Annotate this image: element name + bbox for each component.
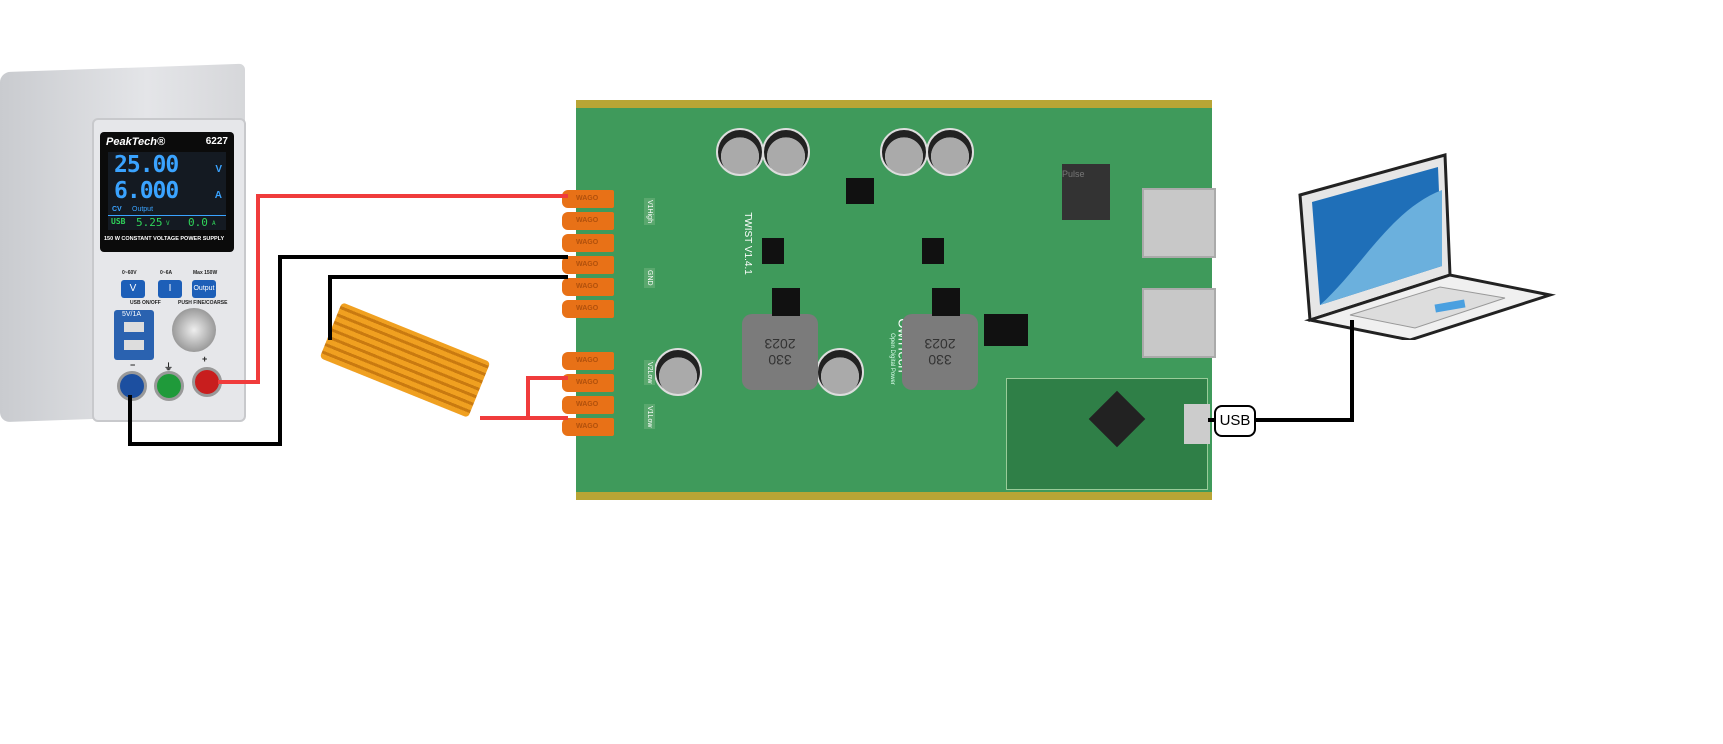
terminal-brand: WAGO: [576, 283, 599, 290]
load-resistor: [319, 302, 491, 418]
positive-jack[interactable]: [192, 367, 222, 397]
terminal-v1high-3[interactable]: WAGO: [562, 234, 614, 252]
usb-voltage: 5.25: [136, 216, 163, 229]
usb-current: 0.0: [188, 216, 208, 229]
usb-connector[interactable]: [1184, 404, 1210, 444]
voltage-unit: V: [215, 164, 222, 175]
terminal-v1low-2[interactable]: WAGO: [562, 418, 614, 436]
lcd: 25.00 V 6.000 A CV Output USB 5.25 V 0.0…: [108, 152, 226, 230]
laptop-wallpaper: [1320, 190, 1442, 305]
output-status: Output: [132, 206, 154, 213]
twist-board: TWIST V1.4.1 OwnTech Open Digital Power …: [562, 100, 1216, 500]
plus-label: +: [202, 354, 208, 364]
minus-label: −: [130, 360, 136, 370]
terminal-brand: WAGO: [576, 379, 599, 386]
mosfet: [922, 238, 944, 264]
inductor-text: 2023: [924, 336, 956, 352]
laptop-keyboard: [1349, 286, 1506, 329]
voltage-readout: 25.00: [114, 152, 179, 178]
ethernet-port[interactable]: [1142, 288, 1216, 358]
usb-onoff-label: USB ON/OFF: [130, 300, 161, 306]
psu-caption: 150 W CONSTANT VOLTAGE POWER SUPPLY: [104, 236, 225, 242]
usb-port-1[interactable]: [124, 322, 144, 332]
terminal-gnd-1[interactable]: WAGO: [562, 256, 614, 274]
usb-current-unit: A: [212, 220, 216, 227]
capacitor: [880, 128, 928, 176]
current-unit: A: [214, 190, 222, 201]
mode-indicator: CV: [112, 206, 122, 213]
terminal-v2low-2[interactable]: WAGO: [562, 374, 614, 392]
capacitor: [762, 128, 810, 176]
capacitor: [926, 128, 974, 176]
mosfet: [932, 288, 960, 316]
inductor-text: 330: [928, 352, 952, 368]
label-v1low: V1Low: [644, 404, 655, 430]
inductor-text: 330: [768, 352, 792, 368]
lcd-divider: [108, 215, 226, 216]
terminal-brand: WAGO: [576, 305, 599, 312]
terminal-gnd-3[interactable]: WAGO: [562, 300, 614, 318]
max-power-label: Max 150W: [193, 270, 218, 276]
terminal-v1high-1[interactable]: WAGO: [562, 190, 614, 208]
voltage-button[interactable]: V: [121, 280, 145, 298]
i-range-label: 0~6A: [160, 270, 173, 276]
mosfet: [762, 238, 784, 264]
capacitor: [654, 348, 702, 396]
label-v1high: V1High: [644, 198, 655, 225]
microcontroller-module: [1006, 378, 1208, 490]
terminal-v1low-1[interactable]: WAGO: [562, 396, 614, 414]
laptop: [1298, 153, 1556, 340]
usb-cable-label: USB: [1214, 405, 1256, 437]
ethernet-port[interactable]: [1142, 188, 1216, 258]
board-name: TWIST V1.4.1: [741, 212, 753, 275]
model-label: 6227: [205, 136, 228, 147]
brand-label: PeakTech®: [106, 136, 166, 148]
capacitor: [716, 128, 764, 176]
power-supply-display: PeakTech® 6227 25.00 V 6.000 A CV Output…: [100, 132, 234, 252]
label-gnd: GND: [644, 268, 655, 288]
usb-port-panel: 5V/1A: [114, 310, 154, 360]
terminal-gnd-2[interactable]: WAGO: [562, 278, 614, 296]
transformer-label: Pulse: [1062, 169, 1085, 179]
terminal-brand: WAGO: [576, 357, 599, 364]
capacitor: [816, 348, 864, 396]
mosfet: [772, 288, 800, 316]
terminal-brand: WAGO: [576, 239, 599, 246]
laptop-touchpad: [1434, 299, 1466, 313]
negative-jack[interactable]: [117, 371, 147, 401]
usb-voltage-unit: V: [166, 220, 170, 227]
terminal-brand: WAGO: [576, 195, 599, 202]
ic: [984, 314, 1028, 346]
current-readout: 6.000: [114, 178, 179, 204]
usb-port-2[interactable]: [124, 340, 144, 350]
usb-port-label: 5V/1A: [122, 311, 142, 318]
adjust-knob[interactable]: [172, 308, 216, 352]
v-range-label: 0~60V: [122, 270, 137, 276]
terminal-v1high-2[interactable]: WAGO: [562, 212, 614, 230]
owntech-subtitle: Open Digital Power: [888, 333, 895, 385]
ground-jack[interactable]: [154, 371, 184, 401]
terminal-brand: WAGO: [576, 261, 599, 268]
label-v2low: V2Low: [644, 360, 655, 386]
usb-indicator: USB: [111, 217, 126, 226]
terminal-brand: WAGO: [576, 423, 599, 430]
inductor-text: 2023: [764, 336, 796, 352]
terminal-brand: WAGO: [576, 401, 599, 408]
pulse-transformer: Pulse: [1062, 164, 1110, 220]
terminal-v2low-1[interactable]: WAGO: [562, 352, 614, 370]
ic: [846, 178, 874, 204]
mcu-chip: [1088, 390, 1146, 448]
current-button[interactable]: I: [158, 280, 182, 298]
knob-label: PUSH FINE/COARSE: [178, 300, 228, 306]
terminal-brand: WAGO: [576, 217, 599, 224]
output-button[interactable]: Output: [192, 280, 216, 298]
resistor-wire: [480, 376, 568, 420]
